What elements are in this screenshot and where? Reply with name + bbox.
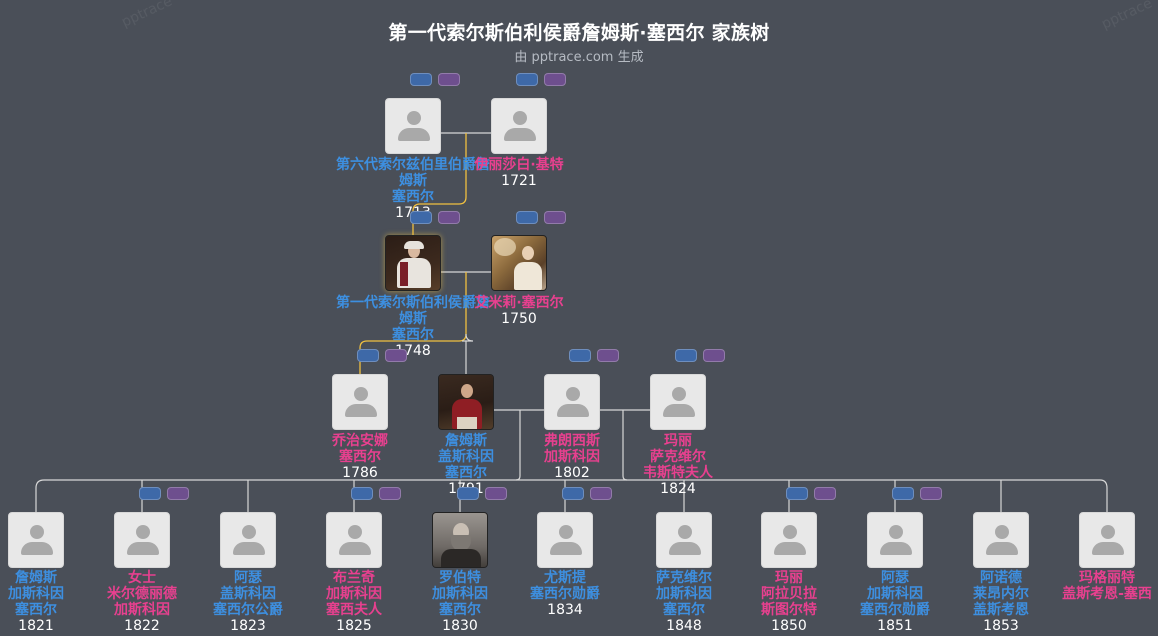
person-card[interactable]	[326, 512, 382, 568]
expand-spouse-button[interactable]	[920, 487, 942, 500]
person-card[interactable]	[220, 512, 276, 568]
person-actions	[410, 73, 460, 86]
expand-spouse-button[interactable]	[379, 487, 401, 500]
person-card[interactable]	[656, 512, 712, 568]
expand-parents-button[interactable]	[569, 349, 591, 362]
avatar-placeholder-icon	[242, 525, 256, 539]
avatar-placeholder-icon	[136, 525, 150, 539]
expand-parents-button[interactable]	[410, 73, 432, 86]
descent-line-highlight	[359, 272, 467, 375]
expand-spouse-button[interactable]	[385, 349, 407, 362]
expand-spouse-button[interactable]	[590, 487, 612, 500]
person-actions	[786, 487, 836, 500]
person-actions	[675, 349, 725, 362]
person-actions	[516, 73, 566, 86]
avatar-placeholder-icon	[513, 111, 527, 125]
person-actions	[357, 349, 407, 362]
avatar-placeholder-icon	[1101, 525, 1115, 539]
expand-spouse-button[interactable]	[703, 349, 725, 362]
expand-spouse-button[interactable]	[544, 211, 566, 224]
person-actions	[410, 211, 460, 224]
person-card[interactable]	[761, 512, 817, 568]
person-card[interactable]	[650, 374, 706, 430]
person-card-selected[interactable]	[385, 235, 441, 291]
avatar-placeholder-icon	[678, 525, 692, 539]
expand-parents-button[interactable]	[675, 349, 697, 362]
expand-spouse-button[interactable]	[597, 349, 619, 362]
avatar-placeholder-icon	[995, 525, 1009, 539]
person-card[interactable]	[432, 512, 488, 568]
expand-parents-button[interactable]	[410, 211, 432, 224]
person-card[interactable]	[438, 374, 494, 430]
person-card[interactable]	[332, 374, 388, 430]
avatar-placeholder-icon	[889, 525, 903, 539]
expand-parents-button[interactable]	[457, 487, 479, 500]
person-actions	[569, 349, 619, 362]
avatar-placeholder-icon	[566, 387, 580, 401]
person-actions	[351, 487, 401, 500]
avatar-placeholder-icon	[783, 525, 797, 539]
avatar-placeholder-icon	[30, 525, 44, 539]
expand-spouse-button[interactable]	[814, 487, 836, 500]
person-card[interactable]	[1079, 512, 1135, 568]
descent-line-highlight	[412, 133, 467, 236]
expand-parents-button[interactable]	[562, 487, 584, 500]
expand-spouse-button[interactable]	[438, 73, 460, 86]
avatar-placeholder-icon	[672, 387, 686, 401]
children-bus	[35, 479, 1108, 512]
expand-spouse-button[interactable]	[544, 73, 566, 86]
person-actions	[892, 487, 942, 500]
person-actions	[562, 487, 612, 500]
descent-line	[462, 333, 474, 342]
person-label: 玛格丽特盖斯考恩-塞西	[1062, 570, 1152, 602]
expand-parents-button[interactable]	[892, 487, 914, 500]
person-card[interactable]	[867, 512, 923, 568]
expand-spouse-button[interactable]	[167, 487, 189, 500]
expand-parents-button[interactable]	[516, 211, 538, 224]
avatar-placeholder-icon	[559, 525, 573, 539]
person-actions	[457, 487, 507, 500]
page-subtitle: 由 pptrace.com 生成	[514, 50, 644, 65]
person-card[interactable]	[8, 512, 64, 568]
expand-spouse-button[interactable]	[485, 487, 507, 500]
person-actions	[139, 487, 189, 500]
expand-spouse-button[interactable]	[438, 211, 460, 224]
person-card[interactable]	[491, 235, 547, 291]
avatar-placeholder-icon	[354, 387, 368, 401]
expand-parents-button[interactable]	[139, 487, 161, 500]
avatar-placeholder-icon	[407, 111, 421, 125]
avatar-placeholder-icon	[348, 525, 362, 539]
person-card[interactable]	[973, 512, 1029, 568]
expand-parents-button[interactable]	[786, 487, 808, 500]
person-card[interactable]	[114, 512, 170, 568]
person-card[interactable]	[544, 374, 600, 430]
person-card[interactable]	[537, 512, 593, 568]
person-actions	[516, 211, 566, 224]
expand-parents-button[interactable]	[351, 487, 373, 500]
expand-parents-button[interactable]	[516, 73, 538, 86]
expand-parents-button[interactable]	[357, 349, 379, 362]
page-title: 第一代索尔斯伯利侯爵詹姆斯·塞西尔 家族树	[388, 22, 770, 44]
person-card[interactable]	[491, 98, 547, 154]
person-card[interactable]	[385, 98, 441, 154]
